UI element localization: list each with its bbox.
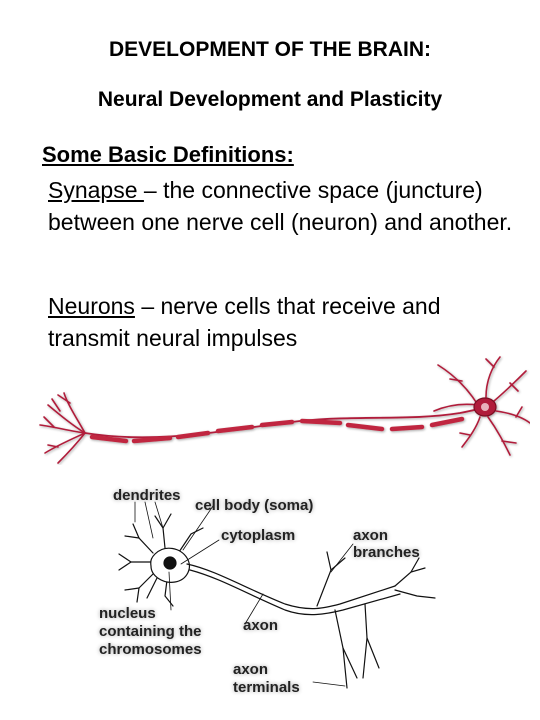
label-cytoplasm: cytoplasm	[221, 527, 295, 544]
label-nucleus-3: chromosomes	[99, 641, 202, 658]
labeled-neuron-diagram: dendrites cell body (soma) cytoplasm axo…	[99, 487, 436, 696]
nucleus	[481, 403, 489, 411]
label-cell-body: cell body (soma)	[195, 497, 313, 514]
diagram-axon	[186, 563, 396, 610]
diagram-nucleus	[163, 556, 177, 570]
label-axon-branches-2: branches	[353, 544, 420, 561]
label-axon-terminals-2: terminals	[233, 679, 300, 696]
term-neurons: Neurons	[48, 293, 135, 319]
term-synapse: Synapse	[48, 177, 144, 203]
section-heading: Some Basic Definitions:	[42, 142, 294, 167]
label-axon: axon	[243, 617, 278, 634]
label-nucleus-1: nucleus	[99, 605, 156, 622]
definition-neurons: Neurons – nerve cells that receive and t…	[48, 290, 518, 354]
definition-synapse: Synapse – the connective space (juncture…	[48, 174, 518, 238]
label-nucleus-2: containing the	[99, 623, 202, 640]
label-axon-branches-1: axon	[353, 527, 388, 544]
axon-terminal-branches	[39, 392, 86, 464]
page-title: DEVELOPMENT OF THE BRAIN:	[108, 38, 431, 61]
label-axon-terminals-1: axon	[233, 661, 268, 678]
page-subtitle: Neural Development and Plasticity	[97, 88, 443, 111]
diagram-axon-branches	[316, 551, 436, 689]
myelin-segments	[89, 416, 465, 444]
neuron-illustration	[39, 356, 530, 464]
label-pointers	[134, 501, 354, 687]
definition-neurons-text: – nerve cells that receive and transmit …	[48, 293, 441, 351]
axon-line	[84, 406, 486, 439]
label-dendrites: dendrites	[113, 487, 181, 504]
dendrite-branches	[433, 356, 530, 456]
definition-synapse-text: – the connective space (juncture) betwee…	[48, 177, 513, 235]
